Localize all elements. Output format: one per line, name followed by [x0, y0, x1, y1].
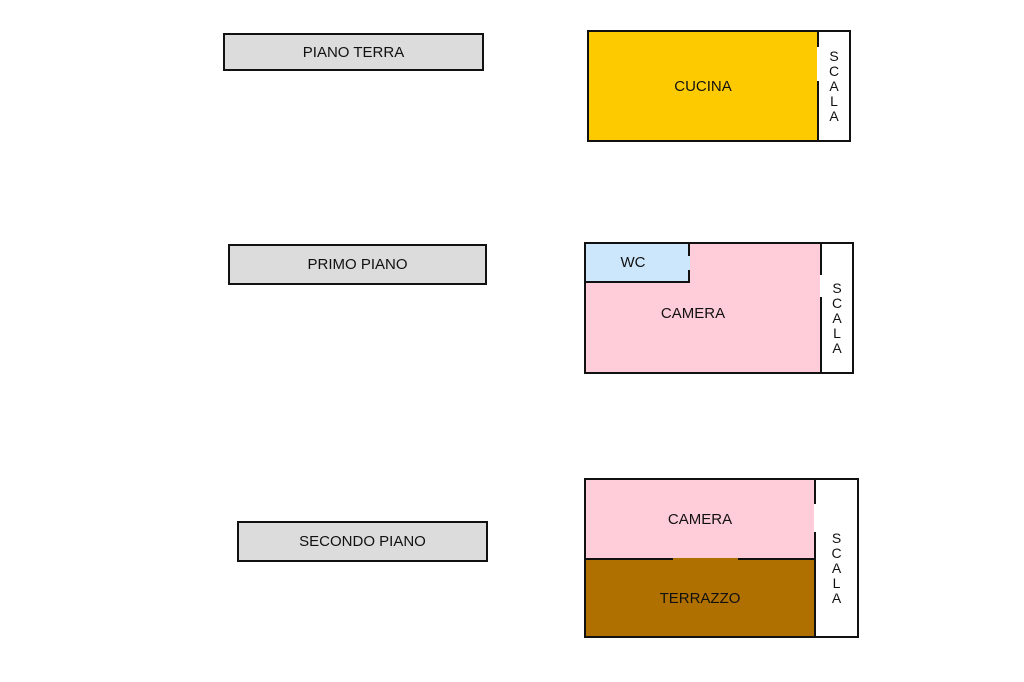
floor-label-text: PIANO TERRA — [302, 43, 405, 61]
floor-label-primo-piano: PRIMO PIANO — [228, 244, 487, 285]
floor-plan-secondo-piano: CAMERA TERRAZZO SCALA — [584, 478, 859, 638]
partition-wall-right — [738, 558, 814, 560]
floor-plan-primo-piano: WC CAMERA SCALA — [584, 242, 854, 374]
floor-label-piano-terra: PIANO TERRA — [223, 33, 484, 71]
stairs-label: SCALA — [829, 47, 840, 124]
room-camera: CAMERA — [586, 480, 814, 558]
terrace-doorway — [673, 558, 738, 560]
stairs-doorway — [814, 504, 816, 532]
room-terrazzo: TERRAZZO — [586, 560, 814, 636]
room-label: TERRAZZO — [659, 589, 741, 607]
floor-label-text: SECONDO PIANO — [299, 533, 426, 550]
room-label: CUCINA — [674, 77, 732, 95]
stairs: SCALA — [817, 32, 849, 140]
stairs: SCALA — [820, 244, 852, 372]
room-label: CAMERA — [667, 510, 733, 528]
wc-doorway — [688, 256, 690, 270]
room-label: WC — [620, 254, 646, 271]
stairs-doorway — [817, 47, 819, 81]
room-wc: WC — [586, 244, 690, 283]
room-camera: CAMERA — [586, 283, 820, 372]
stairs-label: SCALA — [831, 529, 842, 606]
floor-label-secondo-piano: SECONDO PIANO — [237, 521, 488, 562]
partition-wall-left — [586, 558, 673, 560]
floor-label-text: PRIMO PIANO — [307, 256, 408, 273]
room-cucina: CUCINA — [589, 32, 817, 140]
room-label: CAMERA — [660, 305, 726, 322]
stairs-doorway — [820, 275, 822, 297]
stairs-label: SCALA — [832, 279, 843, 356]
floor-plan-piano-terra: CUCINA SCALA — [587, 30, 851, 142]
stairs: SCALA — [814, 480, 857, 636]
